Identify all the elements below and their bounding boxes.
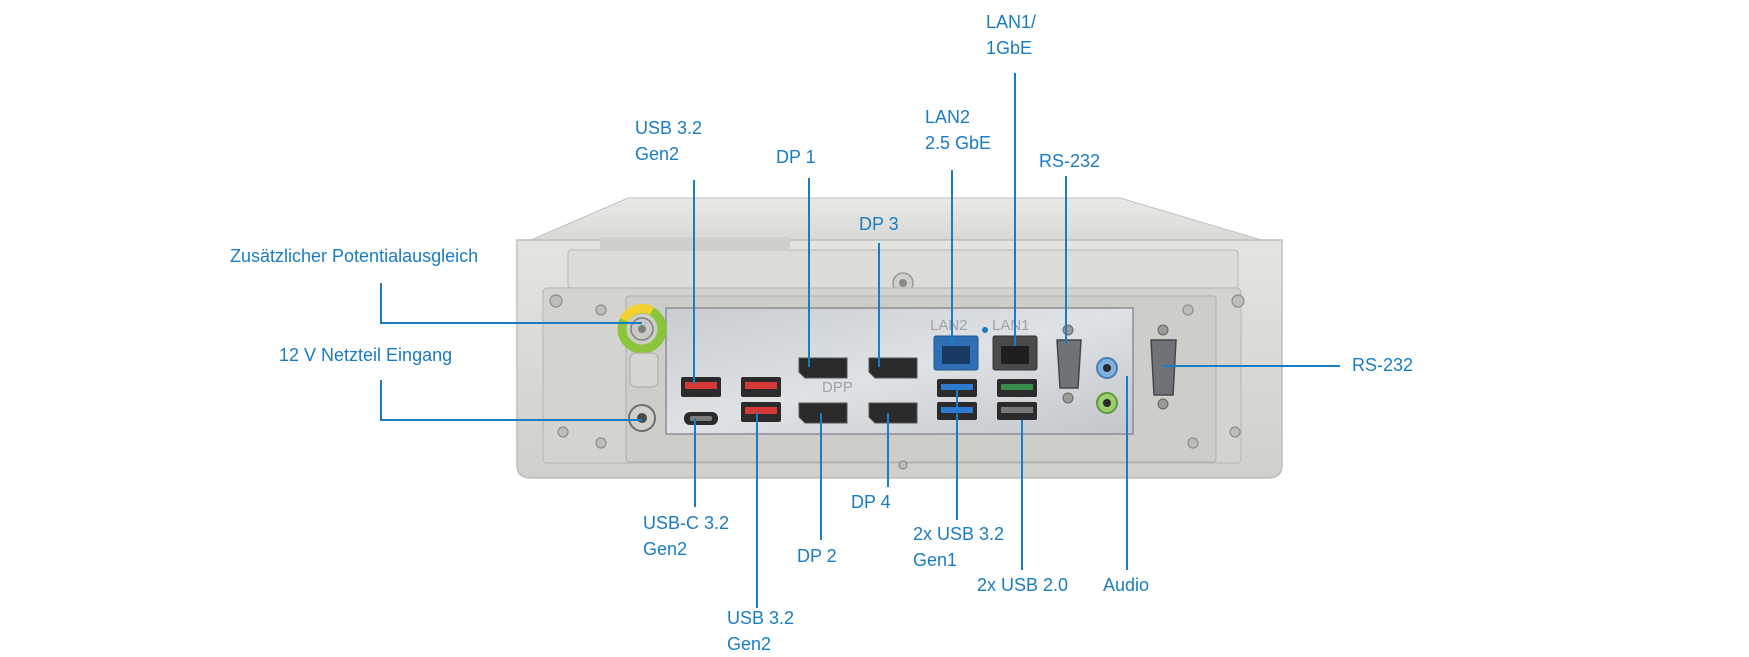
leader-netzteil bbox=[380, 380, 642, 421]
usb20-tongue-2 bbox=[1001, 407, 1033, 413]
displayports bbox=[798, 357, 918, 424]
ground-plate bbox=[629, 352, 659, 388]
leader-lines bbox=[380, 73, 1340, 608]
label-line: RS-232 bbox=[1039, 151, 1101, 171]
bracket-screw-center bbox=[899, 279, 907, 287]
dp3-port bbox=[868, 357, 918, 379]
rs232-v-screw-bottom bbox=[1062, 392, 1074, 404]
label-lan1: LAN1/ 1GbE bbox=[986, 9, 1036, 61]
label-usbc32-gen2: USB-C 3.2 Gen2 bbox=[643, 510, 729, 562]
usb-blue-tongue-1 bbox=[941, 384, 973, 390]
label-line: RS-232 bbox=[1352, 355, 1414, 375]
rs232-v-screw-top bbox=[1062, 324, 1074, 336]
device-illustration: DPP LAN2 LAN1 bbox=[380, 73, 1340, 608]
label-line: USB 3.2 bbox=[635, 118, 703, 138]
dp4-port bbox=[868, 402, 918, 424]
lan2-socket bbox=[942, 346, 970, 364]
rs232-h-screw-bottom bbox=[1157, 398, 1169, 410]
usb-red-tongue-1 bbox=[685, 382, 717, 389]
label-rs232-right: RS-232 bbox=[1352, 352, 1413, 378]
ground-screw-center bbox=[638, 325, 646, 333]
lan-led bbox=[982, 327, 988, 333]
label-line: 2.5 GbE bbox=[925, 133, 992, 153]
usb20-tongue-1 bbox=[1001, 384, 1033, 390]
usb-red-tongue-3 bbox=[745, 407, 777, 414]
rs232-h-port bbox=[1150, 339, 1177, 396]
label-line: Audio bbox=[1103, 575, 1150, 595]
label-line: DP 1 bbox=[776, 147, 816, 167]
label-line: Gen2 bbox=[643, 539, 688, 559]
label-line: 2x USB 2.0 bbox=[977, 575, 1069, 595]
label-line: Gen2 bbox=[635, 144, 680, 164]
label-audio: Audio bbox=[1103, 572, 1149, 598]
io-panel-text-lan2: LAN2 bbox=[930, 317, 968, 334]
label-line: DP 2 bbox=[797, 546, 837, 566]
label-dp2: DP 2 bbox=[797, 543, 837, 569]
label-line: DP 4 bbox=[851, 492, 891, 512]
label-netzteil: 12 V Netzteil Eingang bbox=[279, 342, 452, 368]
diagram-stage: DPP LAN2 LAN1 bbox=[230, 9, 1413, 654]
audio-jack-green-hole bbox=[1103, 399, 1111, 407]
label-line: DP 3 bbox=[859, 214, 899, 234]
label-usb20: 2x USB 2.0 bbox=[977, 572, 1068, 598]
label-line: Gen1 bbox=[913, 550, 958, 570]
label-line: Zusätzlicher Potentialausgleich bbox=[230, 246, 479, 266]
rs232-h-screw-top bbox=[1157, 324, 1169, 336]
usb-red-tongue-2 bbox=[745, 382, 777, 389]
audio-jack-blue-hole bbox=[1103, 364, 1111, 372]
label-usb32-gen2-bottom: USB 3.2 Gen2 bbox=[727, 605, 794, 657]
label-zusatz-potential: Zusätzlicher Potentialausgleich bbox=[230, 243, 478, 269]
corner-screws bbox=[549, 294, 1245, 470]
label-line: LAN2 bbox=[925, 107, 971, 127]
label-usb32-gen1: 2x USB 3.2 Gen1 bbox=[913, 521, 1004, 573]
label-line: Gen2 bbox=[727, 634, 772, 654]
rs232-v-port bbox=[1056, 339, 1082, 389]
label-line: 2x USB 3.2 bbox=[913, 524, 1005, 544]
label-dp1: DP 1 bbox=[776, 144, 816, 170]
label-line: 12 V Netzteil Eingang bbox=[279, 345, 453, 365]
leader-zusatz bbox=[380, 283, 642, 324]
label-line: USB-C 3.2 bbox=[643, 513, 730, 533]
label-line: LAN1/ bbox=[986, 12, 1037, 32]
label-dp3: DP 3 bbox=[859, 211, 899, 237]
usb-c-tongue bbox=[690, 416, 712, 421]
label-line: USB 3.2 bbox=[727, 608, 795, 628]
io-panel-text: DPP bbox=[822, 379, 853, 396]
io-panel-text-lan1: LAN1 bbox=[992, 317, 1030, 334]
dp2-port bbox=[798, 402, 848, 424]
label-lan2: LAN2 2.5 GbE bbox=[925, 104, 991, 156]
label-line: 1GbE bbox=[986, 38, 1033, 58]
lan1-socket bbox=[1001, 346, 1029, 364]
power-jack-center bbox=[637, 413, 647, 423]
label-usb32-gen2-top: USB 3.2 Gen2 bbox=[635, 115, 702, 167]
ground-ring-yellow bbox=[619, 303, 655, 323]
label-rs232-top: RS-232 bbox=[1039, 148, 1100, 174]
label-dp4: DP 4 bbox=[851, 489, 891, 515]
dp1-port bbox=[798, 357, 848, 379]
